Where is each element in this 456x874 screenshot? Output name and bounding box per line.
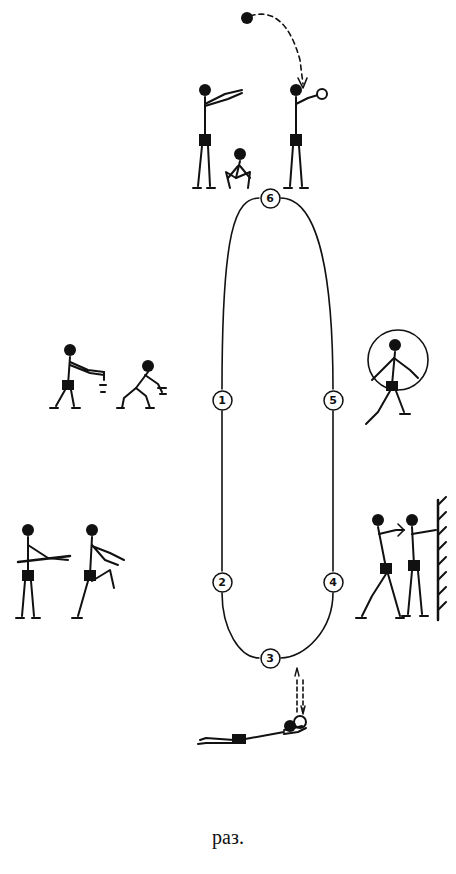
station-circle: 5 [323,390,344,411]
circle-shape [324,573,343,592]
station-circle: 1 [212,390,233,411]
track-line [281,198,334,390]
track-line [222,198,260,390]
circle-shape [213,391,232,410]
station-circle: 2 [212,572,233,593]
station-circle: 6 [260,188,281,209]
text-fragment: раз. [0,826,456,849]
station-number: 2 [212,572,233,589]
station-number: 1 [212,390,233,407]
track-line [222,593,260,659]
circle-shape [324,391,343,410]
circle-shape [261,649,280,668]
station-circle: 4 [323,572,344,593]
station-number: 4 [323,572,344,589]
station-number: 5 [323,390,344,407]
station-number: 3 [260,648,281,665]
station-circle: 3 [260,648,281,669]
station-number: 6 [260,188,281,205]
track-line [332,411,334,572]
track-line [281,593,334,659]
circle-shape [213,573,232,592]
circle-shape [261,189,280,208]
track-line [221,411,223,572]
